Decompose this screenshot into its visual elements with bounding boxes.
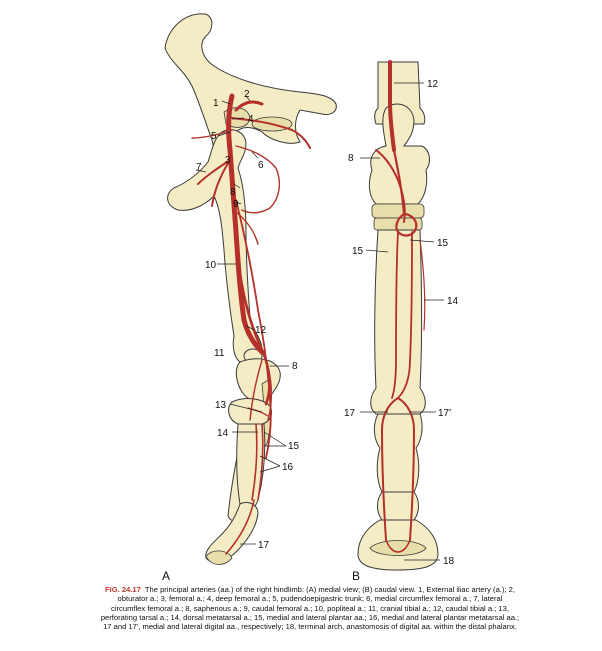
pudendoepigastric-trunk-path bbox=[191, 129, 233, 139]
metatarsal-bones bbox=[236, 423, 266, 511]
panel-b-labels: 12 8 15 15 14 17 17′ 18 bbox=[344, 79, 459, 567]
label-15-plantar: 15 bbox=[288, 441, 300, 452]
label-7-lateral-circumflex: 7 bbox=[196, 162, 202, 173]
label-13-perforating-tarsal: 13 bbox=[215, 400, 227, 411]
panel-a-illustration: 1 2 4 5 3 6 7 8 9 10 12 11 8 13 14 15 16… bbox=[162, 13, 337, 580]
caudal-tibial-artery-b bbox=[388, 60, 396, 152]
femur-bone bbox=[167, 129, 263, 364]
label-b-17-prime-lateral-digital: 17′ bbox=[438, 408, 451, 419]
label-12-caudal-tibial: 12 bbox=[255, 325, 267, 336]
lateral-circumflex-femoral-path bbox=[197, 159, 231, 207]
calcaneus-caudal bbox=[368, 103, 430, 205]
obturator-artery-path bbox=[234, 100, 264, 112]
panel-label-a: A bbox=[162, 569, 170, 580]
label-5-pudendoepigastric: 5 bbox=[211, 131, 217, 142]
label-14-dorsal-metatarsal: 14 bbox=[217, 428, 229, 439]
label-17-digital: 17 bbox=[258, 540, 270, 551]
plantar-metatarsal-arteries-path bbox=[251, 423, 264, 501]
anatomy-figure: 1 2 4 5 3 6 7 8 9 10 12 11 8 13 14 15 16… bbox=[162, 13, 459, 580]
deep-femoral-artery-path bbox=[231, 117, 311, 149]
lateral-plantar-metatarsal-b bbox=[397, 231, 413, 399]
label-9-caudal-femoral: 9 bbox=[233, 199, 239, 210]
caption-text: The principal arteries (aa.) of the righ… bbox=[100, 585, 520, 632]
label-1-external-iliac: 1 bbox=[213, 98, 219, 109]
label-6-medial-circumflex: 6 bbox=[258, 160, 264, 171]
popliteal-artery-path bbox=[236, 258, 271, 406]
digital-artery-path-a bbox=[225, 499, 255, 555]
label-10-popliteal: 10 bbox=[205, 260, 217, 271]
label-16-plantar-metatarsal: 16 bbox=[282, 462, 294, 473]
label-b-15-plantar-medial: 15 bbox=[437, 238, 449, 249]
dorsal-metatarsal-b bbox=[419, 239, 426, 331]
pelvis-bone bbox=[164, 13, 337, 167]
label-11-cranial-tibial: 11 bbox=[214, 348, 225, 359]
panel-b-leader-lines bbox=[360, 82, 444, 561]
metatarsus-caudal bbox=[370, 229, 426, 415]
label-8-saphenous: 8 bbox=[230, 187, 236, 198]
label-b-15-plantar-lateral: 15 bbox=[352, 246, 364, 257]
cranial-tibial-artery-path bbox=[249, 359, 263, 421]
caudal-femoral-artery-path bbox=[235, 211, 259, 245]
femoral-artery-path bbox=[226, 93, 265, 355]
label-b-12-caudal-tibial: 12 bbox=[427, 79, 439, 90]
caudal-tibial-artery-path bbox=[263, 351, 273, 421]
label-b-14-dorsal-metatarsal: 14 bbox=[447, 296, 459, 307]
label-b-17-medial-digital: 17 bbox=[344, 408, 356, 419]
label-b-18-terminal-arch: 18 bbox=[443, 556, 455, 567]
panel-a-labels: 1 2 4 5 3 6 7 8 9 10 12 11 8 13 14 15 16… bbox=[196, 89, 300, 551]
label-4-deep-femoral: 4 bbox=[248, 114, 254, 125]
medial-plantar-metatarsal-b bbox=[391, 231, 399, 399]
figure-number: FIG. 24.17 bbox=[104, 585, 141, 594]
label-8-saphenous-distal: 8 bbox=[292, 361, 298, 372]
digital-arteries-b bbox=[381, 397, 415, 541]
label-2-obturator: 2 bbox=[244, 89, 250, 100]
medial-circumflex-femoral-path bbox=[235, 145, 281, 214]
saphenous-artery-path bbox=[235, 199, 272, 459]
distal-phalanx-caudal bbox=[369, 540, 427, 556]
label-b-8-saphenous: 8 bbox=[348, 153, 354, 164]
panel-b-illustration: 12 8 15 15 14 17 17′ 18 B bbox=[344, 60, 459, 580]
panel-a-leader-lines bbox=[195, 95, 289, 545]
label-3-femoral: 3 bbox=[225, 155, 231, 166]
panel-label-b: B bbox=[352, 569, 360, 580]
terminal-arch-b bbox=[385, 539, 411, 553]
tarsal-row-1 bbox=[371, 203, 425, 219]
